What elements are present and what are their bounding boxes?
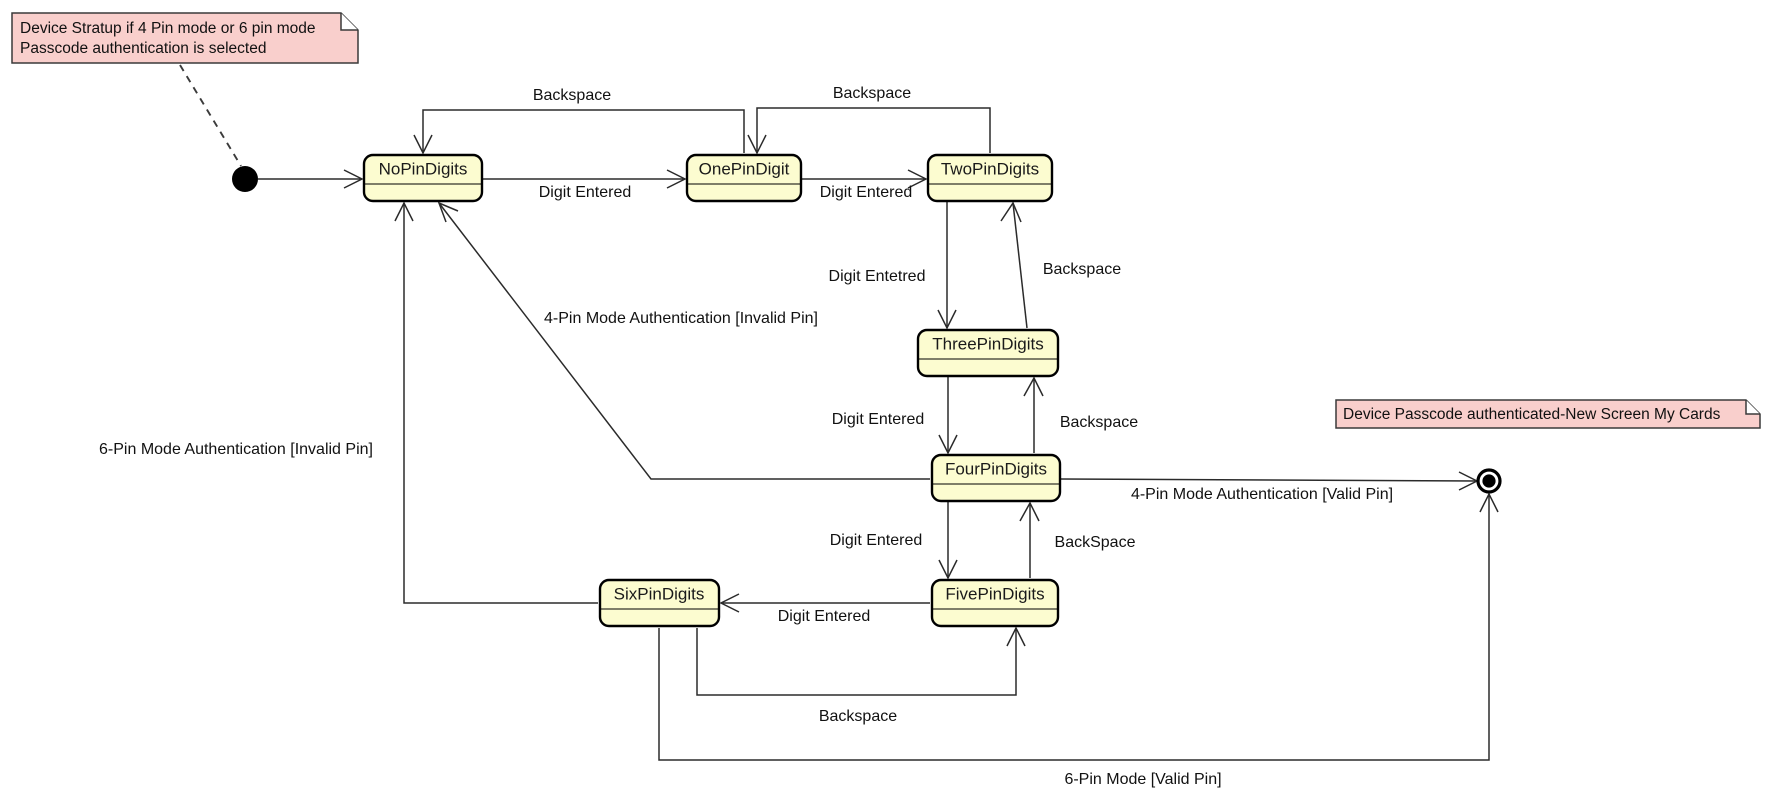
notes-layer: Device Stratup if 4 Pin mode or 6 pin mo… <box>11 12 1761 429</box>
transition-four-to-five[interactable]: Digit Entered <box>830 501 958 580</box>
state-sixpindigits[interactable]: SixPinDigits <box>598 578 721 628</box>
state-label-threepindigits: ThreePinDigits <box>932 334 1044 353</box>
transition-five-to-six[interactable]: Digit Entered <box>719 593 930 625</box>
edge-label-backspace-four-three: Backspace <box>1060 414 1138 431</box>
transition-four-to-final-valid[interactable]: 4-Pin Mode Authentication [Valid Pin] <box>1059 471 1479 503</box>
state-onepindigit[interactable]: OnePinDigit <box>685 153 803 203</box>
state-label-fourpindigits: FourPinDigits <box>945 459 1047 478</box>
note-device-startup[interactable]: Device Stratup if 4 Pin mode or 6 pin mo… <box>11 12 359 64</box>
edge-label-backspace-two-one: Backspace <box>833 85 911 102</box>
transition-six-to-final-valid[interactable]: 6-Pin Mode [Valid Pin] <box>658 492 1499 788</box>
transition-six-to-five[interactable]: Backspace <box>696 626 1026 725</box>
state-label-nopindigits: NoPinDigits <box>379 159 468 178</box>
state-nopindigits[interactable]: NoPinDigits <box>362 153 484 203</box>
final-state-node[interactable] <box>1476 468 1502 494</box>
edge-label-6pin-invalid: 6-Pin Mode Authentication [Invalid Pin] <box>99 441 373 458</box>
edge-label-4pin-valid: 4-Pin Mode Authentication [Valid Pin] <box>1131 486 1393 503</box>
transition-two-to-three[interactable]: Digit Entetred <box>829 201 957 330</box>
edge-label-digit-entered-one-two: Digit Entered <box>820 184 913 201</box>
edge-label-backspace-five-four: BackSpace <box>1055 534 1136 551</box>
edge-label-digit-entered-four-five: Digit Entered <box>830 532 923 549</box>
state-label-fivepindigits: FivePinDigits <box>945 584 1044 603</box>
transition-one-to-two[interactable]: Digit Entered <box>801 169 928 201</box>
transition-three-to-four[interactable]: Digit Entered <box>832 376 958 455</box>
state-twopindigits[interactable]: TwoPinDigits <box>926 153 1054 203</box>
edge-label-backspace-six-five: Backspace <box>819 708 897 725</box>
edge-label-digit-entered-three-four: Digit Entered <box>832 411 925 428</box>
state-fivepindigits[interactable]: FivePinDigits <box>930 578 1060 628</box>
note-anchor-startup <box>179 64 242 167</box>
transition-no-to-one[interactable]: Digit Entered <box>482 169 687 201</box>
transition-four-to-no-invalid[interactable]: 4-Pin Mode Authentication [Invalid Pin] <box>437 201 930 480</box>
state-label-onepindigit: OnePinDigit <box>699 159 790 178</box>
edge-label-4pin-invalid: 4-Pin Mode Authentication [Invalid Pin] <box>544 310 818 327</box>
state-label-twopindigits: TwoPinDigits <box>941 159 1039 178</box>
edge-label-backspace-three-two: Backspace <box>1043 261 1121 278</box>
edge-label-digit-entered-five-six: Digit Entered <box>778 608 871 625</box>
edge-label-digit-entetred-two-three: Digit Entetred <box>829 268 926 285</box>
note-startup-line-2: Passcode authentication is selected <box>20 40 266 57</box>
edge-label-6pin-valid: 6-Pin Mode [Valid Pin] <box>1064 771 1221 788</box>
transition-three-to-two[interactable]: Backspace <box>1000 201 1121 329</box>
initial-state-node[interactable] <box>232 166 258 192</box>
pseudostates-layer <box>232 166 1502 494</box>
note-device-authenticated[interactable]: Device Passcode authenticated-New Screen… <box>1335 399 1761 429</box>
note-startup-line-1: Device Stratup if 4 Pin mode or 6 pin mo… <box>20 20 316 37</box>
transition-six-to-no-invalid[interactable]: 6-Pin Mode Authentication [Invalid Pin] <box>99 201 598 604</box>
transitions-layer: Digit Entered Backspace Digit Entered Ba… <box>99 64 1499 788</box>
transition-four-to-three[interactable]: Backspace <box>1023 376 1138 453</box>
transition-initial-to-nopindigits[interactable] <box>258 169 364 189</box>
transition-one-to-no[interactable]: Backspace <box>413 87 745 155</box>
note-authenticated-line-1: Device Passcode authenticated-New Screen… <box>1343 406 1721 423</box>
state-label-sixpindigits: SixPinDigits <box>614 584 705 603</box>
state-threepindigits[interactable]: ThreePinDigits <box>916 328 1060 378</box>
states-layer: NoPinDigits OnePinDigit TwoPinDigits Thr… <box>362 153 1062 628</box>
edge-label-digit-entered-no-one: Digit Entered <box>539 184 632 201</box>
transition-two-to-one[interactable]: Backspace <box>747 85 991 155</box>
transition-five-to-four[interactable]: BackSpace <box>1019 501 1136 578</box>
state-fourpindigits[interactable]: FourPinDigits <box>930 453 1062 503</box>
edge-label-backspace-one-no: Backspace <box>533 87 611 104</box>
